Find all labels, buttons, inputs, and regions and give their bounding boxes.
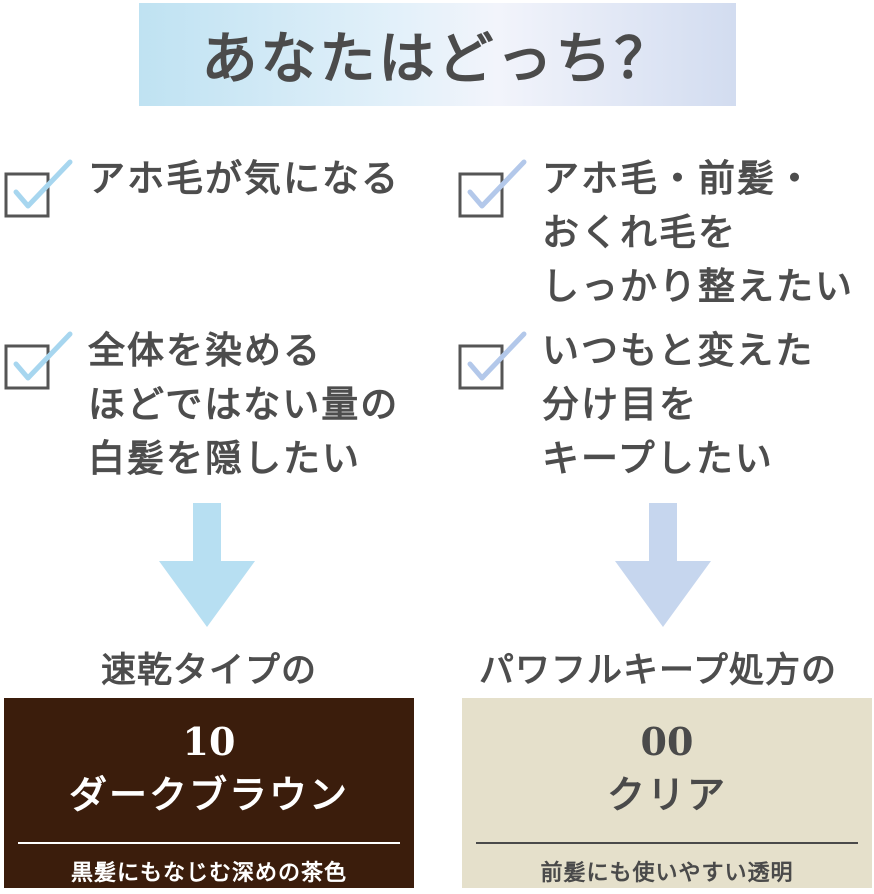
item-line: しっかり整えたい <box>542 265 854 308</box>
check-icon <box>4 158 76 220</box>
down-arrow-icon <box>159 503 255 627</box>
item-line: アホ毛・前髪・ <box>542 157 815 200</box>
page-title: あなたはどっち？ <box>201 27 674 92</box>
item-line: いつもと変えた <box>542 329 815 372</box>
down-arrow-icon <box>615 503 711 627</box>
product-name: ダークブラウン <box>68 772 349 817</box>
item-line: アホ毛が気になる <box>88 157 400 200</box>
checklist-item-right-1: アホ毛・前髪・ おくれ毛を しっかり整えたい <box>458 157 854 314</box>
item-line: 全体を染める <box>88 329 322 372</box>
product-description: 前髪にも使いやすい透明 <box>540 860 794 886</box>
checklist-item-right-2: いつもと変えた 分け目を キープしたい <box>458 329 814 486</box>
title-banner: あなたはどっち？ <box>139 3 736 106</box>
product-name: クリア <box>606 772 727 817</box>
result-label-left: 速乾タイプの <box>100 651 317 691</box>
result-label-right: パワフルキープ処方の <box>479 651 837 691</box>
divider <box>18 842 400 844</box>
check-icon <box>458 330 530 392</box>
item-line: ほどではない量の <box>88 383 400 426</box>
check-icon <box>458 158 530 220</box>
checklist-item-left-1: アホ毛が気になる <box>4 157 400 220</box>
item-line: おくれ毛を <box>542 211 737 254</box>
checklist-item-left-2: 全体を染める ほどではない量の 白髪を隠したい <box>4 329 400 486</box>
check-icon <box>4 330 76 392</box>
item-line: 白髪を隠したい <box>88 437 361 480</box>
product-box-dark-brown: 10 ダークブラウン 黒髪にもなじむ深めの茶色 <box>4 698 414 888</box>
product-number: 00 <box>640 719 694 764</box>
item-line: キープしたい <box>542 437 774 480</box>
divider <box>476 842 858 844</box>
product-number: 10 <box>182 719 236 764</box>
item-line: 分け目を <box>542 383 698 426</box>
product-description: 黒髪にもなじむ深めの茶色 <box>70 860 347 886</box>
product-box-clear: 00 クリア 前髪にも使いやすい透明 <box>462 698 872 888</box>
